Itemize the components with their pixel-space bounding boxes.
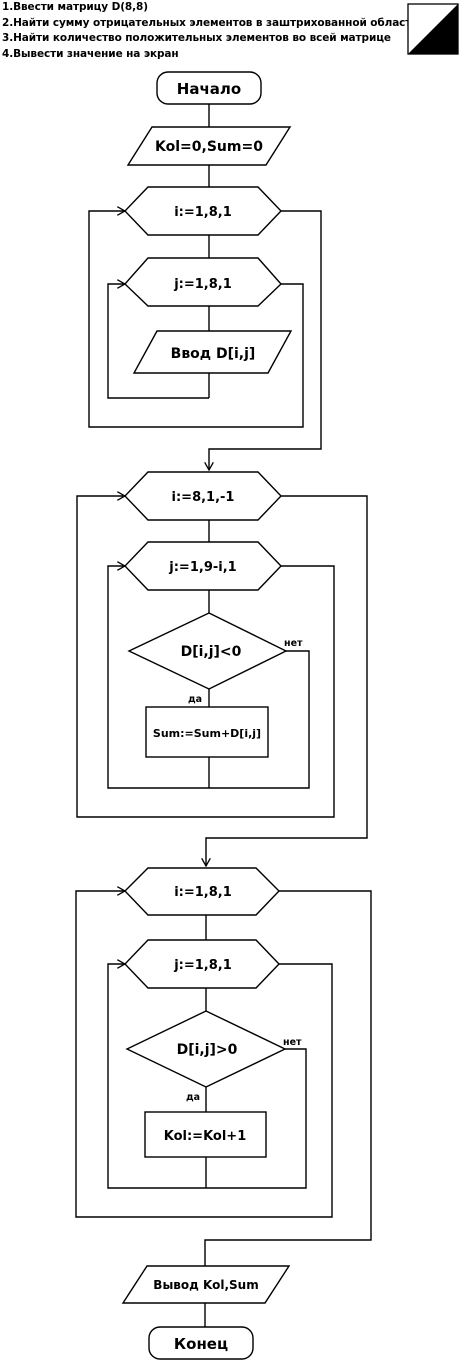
condition1-yes-label: да <box>188 694 202 705</box>
output-label: Вывод Kol,Sum <box>153 1278 258 1292</box>
init-label: Kol=0,Sum=0 <box>155 139 263 155</box>
loop1-j-hexagon: j:=1,8,1 <box>124 257 282 307</box>
condition1-label: D[i,j]<0 <box>181 644 242 660</box>
loop2-j-hexagon: j:=1,9-i,1 <box>124 541 282 591</box>
flow-connectors <box>75 104 372 1327</box>
condition2-diamond: D[i,j]>0 <box>125 1010 287 1088</box>
loop3-j-hexagon: j:=1,8,1 <box>124 939 280 989</box>
end-label: Конец <box>174 1335 228 1353</box>
init-io-block: Kol=0,Sum=0 <box>126 126 292 166</box>
output-io-block: Вывод Kol,Sum <box>121 1265 291 1304</box>
task-item: 2.Найти сумму отрицательных элементов в … <box>2 16 419 29</box>
condition1-diamond: D[i,j]<0 <box>127 612 288 690</box>
shaded-triangle-icon <box>407 3 459 55</box>
loop1-i-hexagon: i:=1,8,1 <box>124 186 282 236</box>
loop2-i-label: i:=8,1,-1 <box>172 490 235 505</box>
count-process-block: Kol:=Kol+1 <box>144 1111 267 1158</box>
end-terminator: Конец <box>148 1326 254 1360</box>
count-process-label: Kol:=Kol+1 <box>164 1129 247 1144</box>
task-list: 1.Ввести матрицу D(8,8) 2.Найти сумму от… <box>2 0 419 62</box>
loop2-j-label: j:=1,9-i,1 <box>168 560 236 575</box>
loop1-j-label: j:=1,8,1 <box>173 277 232 292</box>
condition2-no-label: нет <box>283 1037 302 1048</box>
loop3-j-label: j:=1,8,1 <box>173 958 232 973</box>
condition2-label: D[i,j]>0 <box>177 1042 238 1058</box>
condition1-no-label: нет <box>284 638 303 649</box>
loop3-i-label: i:=1,8,1 <box>174 885 232 900</box>
sum-process-block: Sum:=Sum+D[i,j] <box>145 706 269 758</box>
start-label: Начало <box>177 80 241 98</box>
task-item: 4.Вывести значение на экран <box>2 47 179 60</box>
loop2-i-hexagon: i:=8,1,-1 <box>124 471 282 521</box>
loop3-i-hexagon: i:=1,8,1 <box>124 867 280 916</box>
input-label: Ввод D[i,j] <box>171 346 256 362</box>
start-terminator: Начало <box>156 71 262 105</box>
task-item: 3.Найти количество положительных элемент… <box>2 32 391 44</box>
task-item: 1.Ввести матрицу D(8,8) <box>2 1 148 13</box>
loop1-i-label: i:=1,8,1 <box>174 205 232 220</box>
condition2-yes-label: да <box>186 1092 200 1103</box>
sum-process-label: Sum:=Sum+D[i,j] <box>153 727 261 740</box>
input-io-block: Ввод D[i,j] <box>132 330 293 374</box>
